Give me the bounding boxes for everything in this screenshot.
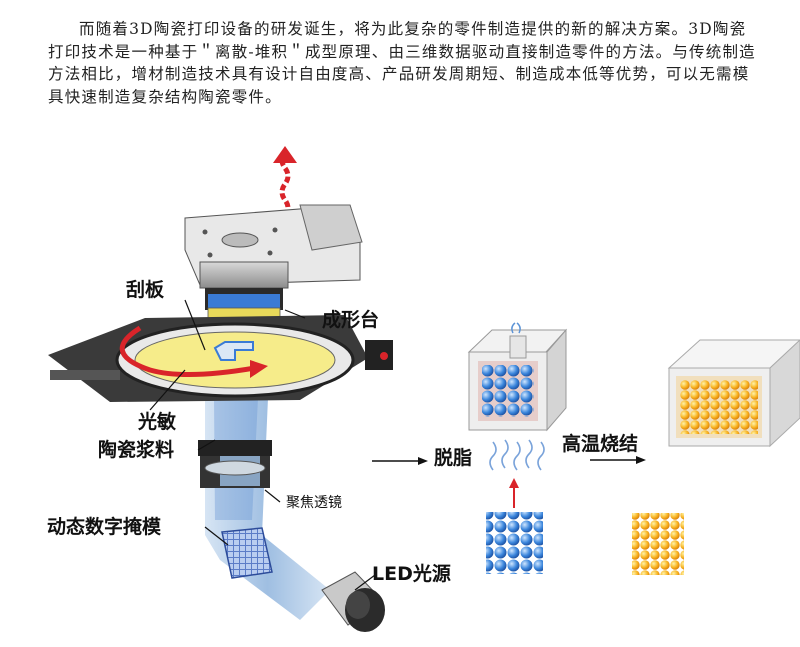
- label-debinding: 脱脂: [434, 446, 472, 469]
- digital-mask: [221, 527, 273, 579]
- label-led: LED光源: [372, 562, 451, 585]
- scraper-rotation-arrow-icon: [119, 325, 268, 378]
- intro-paragraph: 而随着3D陶瓷打印设备的研发诞生，将为此复杂的零件制造提供的新的解决方案。3D陶…: [48, 20, 756, 106]
- process-arrow-2-icon: [590, 456, 646, 464]
- label-slurry-line1: 光敏: [137, 410, 176, 433]
- label-sintering: 高温烧结: [562, 432, 638, 455]
- led-source: [321, 571, 385, 632]
- focusing-lens: [198, 440, 272, 488]
- process-arrow-1-icon: [372, 457, 428, 465]
- callout-lines: [149, 299, 376, 591]
- label-platform: 成形台: [322, 308, 379, 331]
- sintered-sample: [632, 513, 684, 575]
- debinding-sample: [486, 439, 545, 574]
- lift-arrow-icon: [273, 146, 297, 234]
- sintering-furnace: [667, 339, 800, 448]
- label-mask: 动态数字掩模: [47, 515, 162, 538]
- build-platform-head: [184, 204, 363, 325]
- label-slurry-line2: 陶瓷浆料: [98, 438, 174, 461]
- label-scraper: 刮板: [126, 278, 165, 301]
- debinding-furnace: [467, 322, 568, 432]
- label-lens: 聚焦透镜: [286, 495, 342, 511]
